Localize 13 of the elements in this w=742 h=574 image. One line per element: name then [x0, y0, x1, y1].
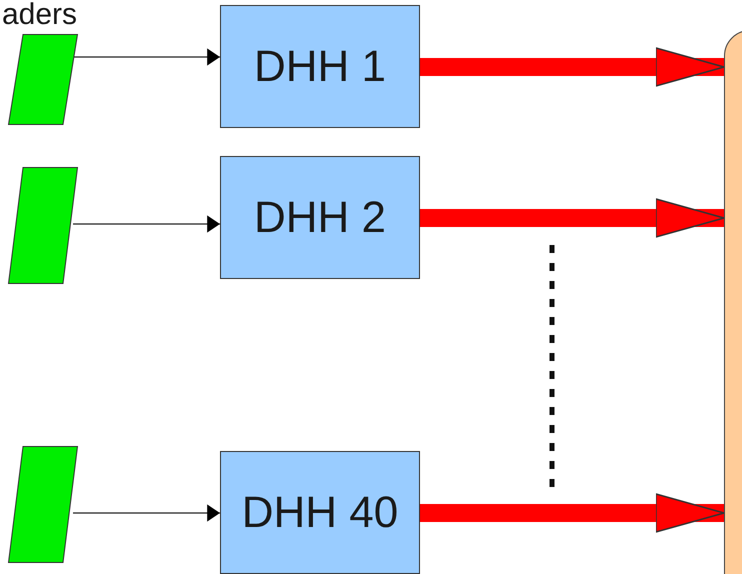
- arrow: [72, 48, 220, 66]
- box-label: DHH 2: [254, 192, 386, 242]
- arrow: [72, 215, 220, 233]
- heading-label: aders: [2, 0, 78, 30]
- process-box: [220, 5, 420, 128]
- box-label: DHH 1: [254, 42, 386, 92]
- thick-arrow: [420, 198, 725, 238]
- thick-arrow: [420, 493, 725, 533]
- thick-arrow: [420, 47, 725, 87]
- process-box: [220, 451, 420, 574]
- process-box: [220, 156, 420, 279]
- box-label: DHH 40: [242, 488, 398, 538]
- arrow: [72, 504, 220, 522]
